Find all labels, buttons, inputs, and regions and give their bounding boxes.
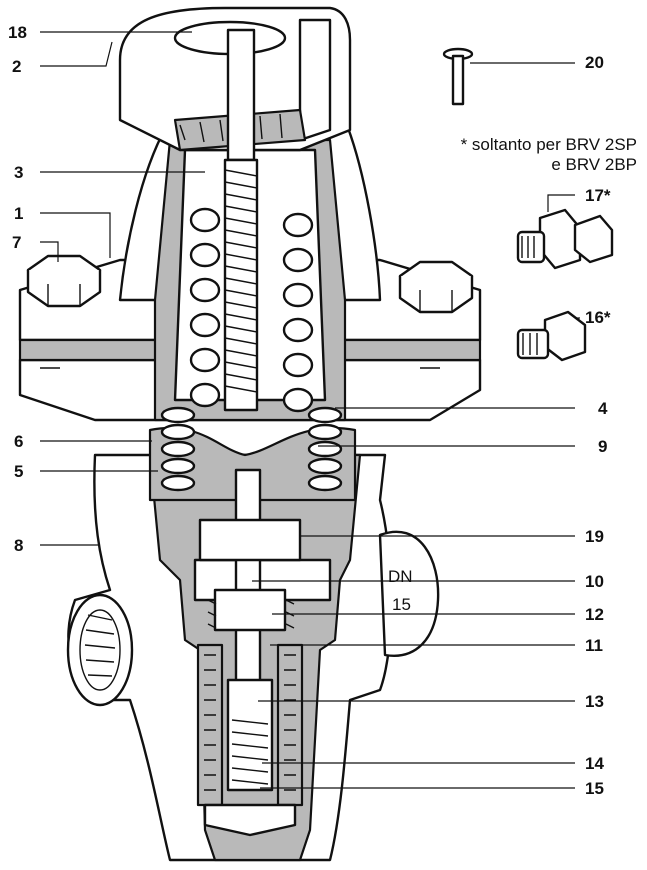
callout-16: 16* [585, 308, 611, 327]
callout-14: 14 [585, 754, 604, 773]
callout-9: 9 [598, 437, 607, 456]
callout-12: 12 [585, 605, 604, 624]
callout-4: 4 [598, 399, 608, 418]
valve-head [226, 678, 274, 792]
spring-coils-right [282, 212, 314, 413]
bolt-right [398, 260, 474, 314]
callout-2: 2 [12, 57, 21, 76]
diaphragm-assembly [148, 406, 357, 502]
valve-stem [198, 468, 302, 692]
bolt-left [26, 254, 102, 308]
footnote-line1: * soltanto per BRV 2SP [461, 135, 637, 154]
callout-1: 1 [14, 204, 23, 223]
callout-7: 7 [12, 233, 21, 252]
main-spring [189, 207, 314, 413]
spring-coils-left [189, 207, 221, 408]
callout-17: 17* [585, 186, 611, 205]
part-16-plug [516, 310, 587, 362]
footnote-line2: e BRV 2BP [551, 155, 637, 174]
part-17-fitting [516, 208, 614, 270]
callout-20: 20 [585, 53, 604, 72]
callout-19: 19 [585, 527, 604, 546]
callout-6: 6 [14, 432, 23, 451]
footnote: * soltanto per BRV 2SP e BRV 2BP [461, 135, 637, 174]
body-marking-line1: DN [388, 567, 413, 586]
callout-5: 5 [14, 462, 23, 481]
body-marking-line2: 15 [392, 595, 411, 614]
outlet-boss [378, 530, 440, 657]
small-springs [160, 406, 343, 492]
part-20-pin [442, 47, 474, 106]
callout-labels: 18 2 3 1 7 6 5 8 20 17* 16* 4 9 19 10 12… [8, 23, 611, 798]
adjusting-screw [223, 28, 259, 412]
callout-18: 18 [8, 23, 27, 42]
inlet-thread [79, 609, 121, 691]
callout-8: 8 [14, 536, 23, 555]
callout-13: 13 [585, 692, 604, 711]
callout-3: 3 [14, 163, 23, 182]
inlet-port [66, 593, 134, 707]
callout-15: 15 [585, 779, 604, 798]
leader-lines [40, 31, 580, 789]
callout-10: 10 [585, 572, 604, 591]
callout-11: 11 [585, 636, 603, 655]
strainer-screen [196, 643, 304, 837]
